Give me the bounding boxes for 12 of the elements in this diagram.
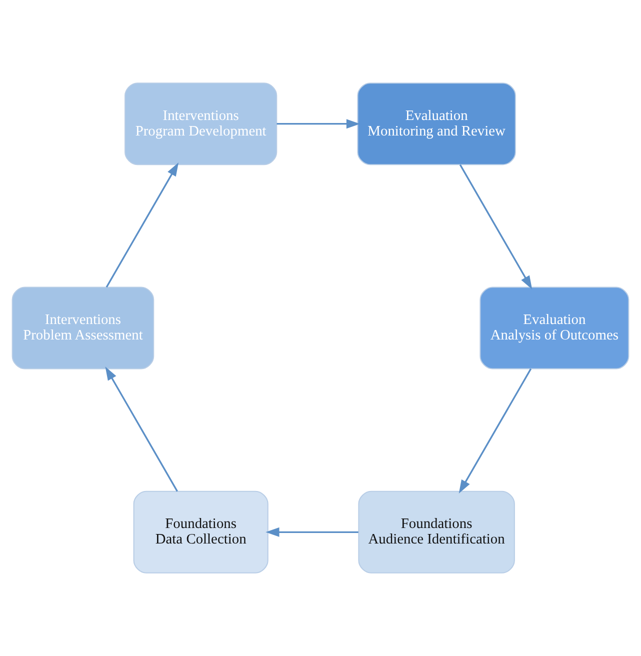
arrow: [106, 162, 179, 288]
arrow: [266, 527, 358, 537]
arrow: [276, 119, 360, 129]
node-box: Evaluation Analysis of Outcomes: [480, 286, 630, 370]
node-box: Interventions Program Development: [124, 82, 278, 166]
node-box: Interventions Problem Assessment: [12, 286, 154, 370]
arrow: [105, 366, 178, 492]
node-box: Foundations Data Collection: [133, 490, 268, 574]
node-box: Foundations Audience Identification: [358, 490, 515, 574]
node-box: Evaluation Monitoring and Review: [357, 82, 516, 166]
arrow: [458, 368, 532, 494]
arrow: [459, 164, 532, 290]
